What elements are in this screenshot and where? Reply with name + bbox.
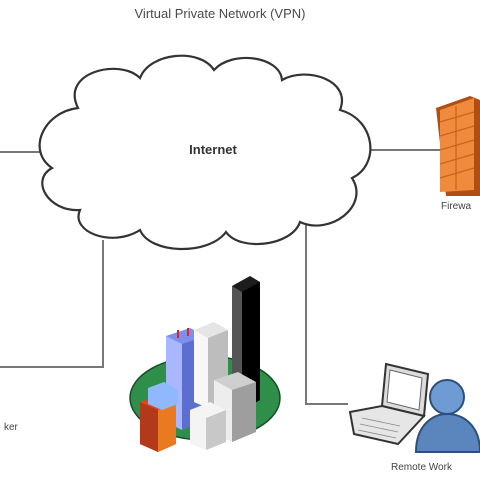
user-icon — [414, 379, 480, 453]
line-cloud-to-left-office — [0, 240, 104, 368]
cloud-icon — [38, 54, 372, 251]
remote-worker-label: Remote Work — [391, 462, 452, 473]
line-cloud-to-remote-worker — [305, 222, 348, 405]
office-buildings-icon — [129, 276, 281, 452]
diagram-title: Virtual Private Network (VPN) — [134, 6, 306, 21]
firewall-label: Firewa — [441, 201, 472, 212]
internet-label: Internet — [189, 142, 237, 157]
firewall-icon — [436, 96, 480, 196]
left-node-label: ker — [4, 422, 18, 433]
laptop-icon — [348, 362, 430, 446]
